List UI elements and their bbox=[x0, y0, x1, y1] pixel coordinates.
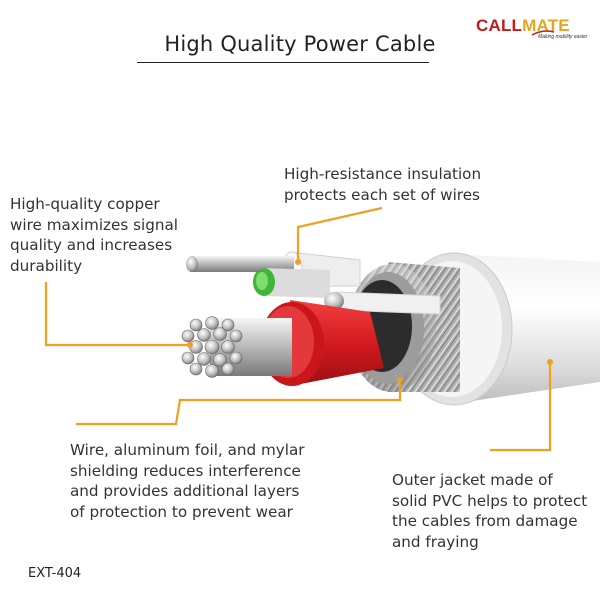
callout-shielding-line: and provides additional layers bbox=[70, 482, 300, 500]
logo-tagline: Making mobility easier bbox=[538, 34, 588, 40]
strand-bundle bbox=[181, 316, 292, 378]
logo-swoosh-icon bbox=[532, 30, 554, 36]
callout-copper-line: High-quality copper bbox=[10, 195, 160, 213]
callout-shielding-line: of protection to prevent wear bbox=[70, 502, 293, 521]
leader-copper bbox=[44, 282, 190, 347]
callout-shielding-line: Wire, aluminum foil, and mylar bbox=[70, 441, 305, 459]
leader-jacket-dot bbox=[547, 359, 553, 365]
callout-insulation-line: High-resistance insulation bbox=[284, 165, 482, 183]
callout-copper-line: quality and increases bbox=[10, 236, 173, 254]
leader-lines bbox=[44, 206, 552, 452]
leader-jacket bbox=[490, 362, 552, 452]
callout-shielding-line: shielding reduces interference bbox=[70, 461, 301, 480]
brand-logo: CALLMATE Making mobility easier bbox=[476, 16, 588, 46]
leader-shielding bbox=[76, 380, 402, 426]
callout-jacket-line: the cables from damage bbox=[392, 512, 578, 530]
callout-copper-line: durability bbox=[10, 256, 83, 275]
leader-insulation-dot bbox=[295, 259, 301, 265]
title-underline bbox=[137, 62, 429, 63]
callout-shielding: Wire, aluminum foil, and mylar shielding… bbox=[70, 440, 305, 522]
logo-word-call: CALL bbox=[476, 16, 523, 35]
callout-jacket-line: Outer jacket made of bbox=[392, 471, 553, 489]
callout-jacket-line: and fraying bbox=[392, 532, 479, 551]
logo-wordmark: CALLMATE bbox=[476, 16, 570, 36]
logo-word-mate: MATE bbox=[522, 16, 570, 35]
callout-insulation: High-resistance insulation protects each… bbox=[284, 164, 481, 205]
leader-shielding-dot bbox=[397, 377, 403, 383]
leader-insulation bbox=[296, 206, 383, 262]
leader-copper-dot bbox=[187, 342, 193, 348]
callout-jacket-line: solid PVC helps to protect bbox=[392, 491, 588, 510]
callout-copper: High-quality copper wire maximizes signa… bbox=[10, 194, 178, 276]
product-code: EXT-404 bbox=[28, 566, 82, 581]
callout-jacket: Outer jacket made of solid PVC helps to … bbox=[392, 470, 587, 552]
page-title: High Quality Power Cable bbox=[164, 32, 436, 56]
green-insulated-wire bbox=[186, 256, 330, 298]
callout-copper-line: wire maximizes signal bbox=[10, 215, 179, 234]
callout-insulation-line: protects each set of wires bbox=[284, 185, 480, 204]
thin-white-wire bbox=[324, 291, 441, 315]
